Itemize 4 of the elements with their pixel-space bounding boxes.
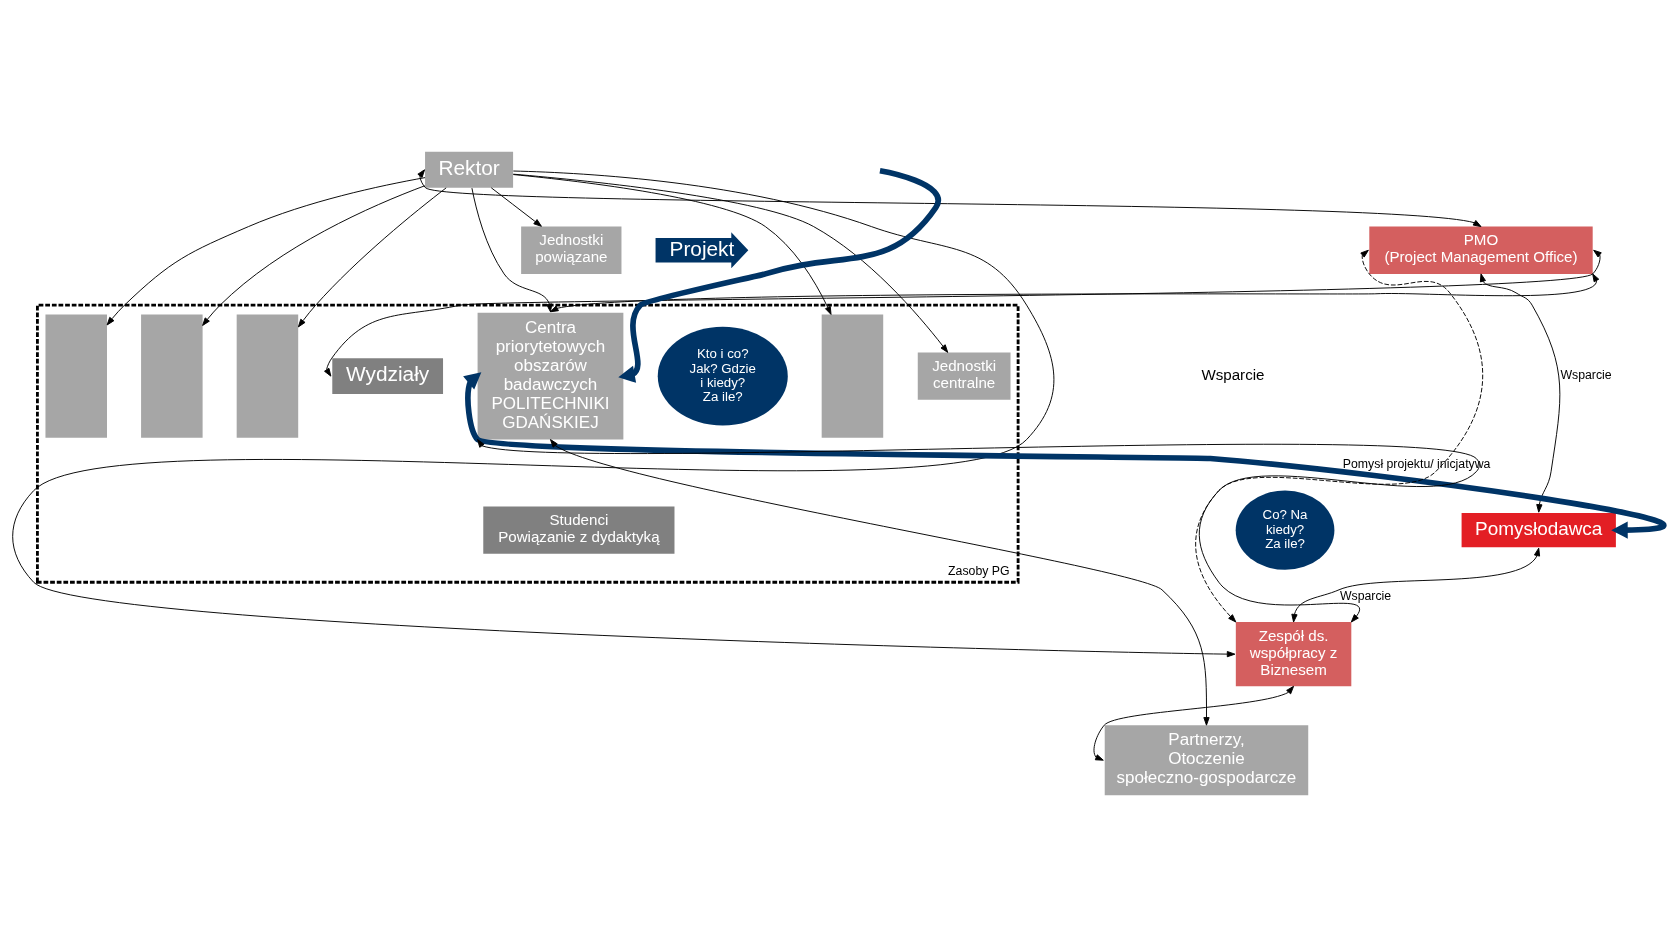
edge-label: Pomysł projektu/ inicjatywa — [1342, 457, 1491, 472]
edge-label: Wsparcie — [1560, 368, 1612, 383]
edge-label: Wsparcie — [1339, 588, 1392, 603]
label: Wsparcie — [1201, 365, 1265, 383]
